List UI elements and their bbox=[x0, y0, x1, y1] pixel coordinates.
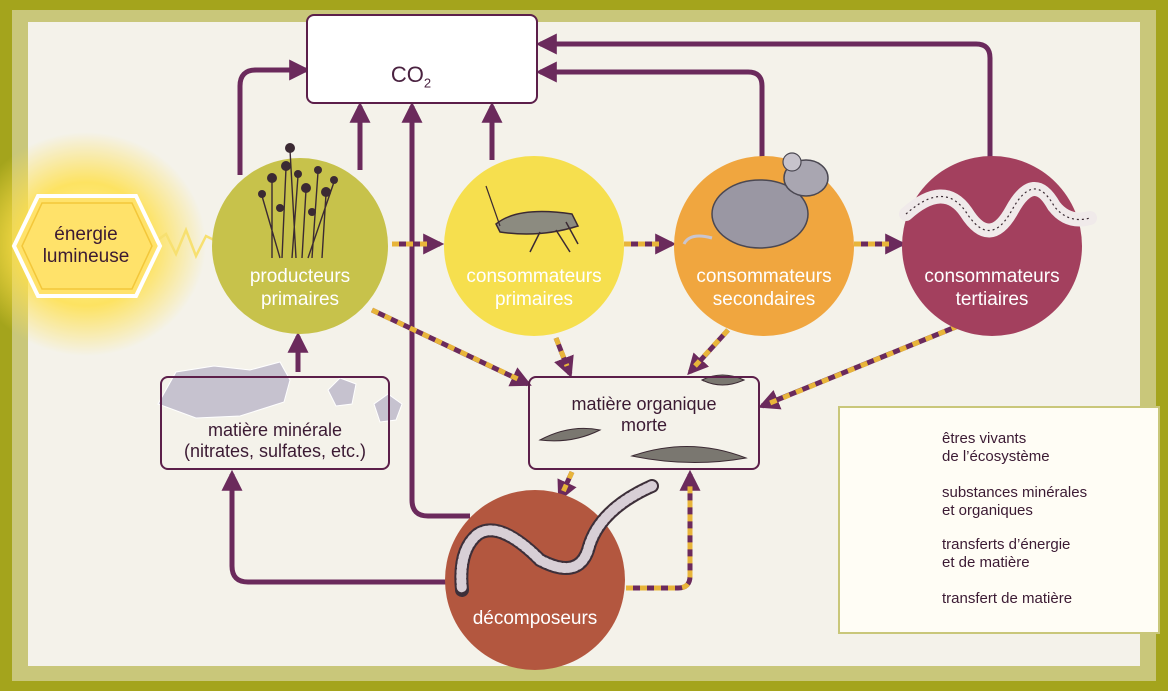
legend-substances-line1: substances minérales bbox=[942, 484, 1088, 501]
legend-matter-label: transfert de matière bbox=[942, 590, 1073, 607]
snake-illustration bbox=[899, 182, 1097, 238]
producers-line1: producteurs bbox=[249, 266, 351, 287]
legend-living-line1: êtres vivants bbox=[942, 430, 1027, 447]
arrow-secondary-co2 bbox=[535, 61, 765, 158]
arrow-tertiary-co2 bbox=[535, 33, 993, 160]
legend-living-label: êtres vivants de l’écosystème bbox=[942, 430, 1050, 466]
legend-living-line2: de l’écosystème bbox=[942, 448, 1050, 465]
co2-label-sub: 2 bbox=[423, 75, 432, 91]
producers-line2: primaires bbox=[260, 288, 340, 310]
energy-arrows bbox=[370, 233, 959, 591]
decomposers-label: décomposeurs bbox=[472, 608, 598, 629]
energy-line1: énergie bbox=[54, 224, 118, 245]
tertiary-consumers-line1: consommateurs bbox=[924, 266, 1060, 287]
producers-label: producteurs primaires bbox=[220, 266, 380, 312]
organic-line2: morte bbox=[620, 414, 667, 435]
producers-circle bbox=[212, 158, 388, 334]
energy-line2: lumineuse bbox=[42, 245, 130, 267]
mineral-line2: (nitrates, sulfates, etc.) bbox=[183, 440, 367, 461]
tertiary-consumers-line2: tertiaires bbox=[955, 288, 1029, 310]
mouse-illustration bbox=[682, 152, 829, 249]
legend-substances-label: substances minérales et organiques bbox=[942, 484, 1087, 520]
mineral-label: matière minérale (nitrates, sulfates, et… bbox=[160, 420, 390, 461]
primary-consumers-line1: consommateurs bbox=[466, 266, 602, 287]
mineral-line1: matière minérale bbox=[207, 420, 343, 440]
worm-illustration bbox=[454, 479, 659, 597]
flowers-illustration bbox=[258, 143, 338, 259]
organic-box bbox=[528, 376, 760, 470]
arrow-decomposers-co2 bbox=[401, 101, 470, 519]
tertiary-consumers-label: consommateurs tertiaires bbox=[904, 266, 1080, 312]
legend-panel bbox=[838, 406, 1160, 634]
organic-line1: matière organique bbox=[571, 394, 717, 414]
matter-arrows bbox=[221, 33, 993, 585]
mineral-box bbox=[160, 376, 390, 470]
secondary-consumers-line2: secondaires bbox=[712, 288, 816, 310]
secondary-consumers-line1: consommateurs bbox=[696, 266, 832, 287]
co2-label-base: CO bbox=[390, 62, 424, 87]
legend-energy-line1: transferts d’énergie bbox=[942, 536, 1071, 553]
primary-consumers-circle bbox=[444, 156, 624, 336]
legend-energy-label: transferts d’énergie et de matière bbox=[942, 536, 1070, 572]
legend-energy-line2: et de matière bbox=[942, 554, 1030, 571]
secondary-consumers-label: consommateurs secondaires bbox=[676, 266, 852, 312]
organic-label: matière organique morte bbox=[528, 394, 760, 435]
co2-label: CO2 bbox=[356, 62, 466, 91]
grasshopper-illustration bbox=[485, 185, 580, 253]
primary-consumers-label: consommateurs primaires bbox=[446, 266, 622, 312]
arrow-decomposers-mineral bbox=[221, 469, 450, 585]
light-ray bbox=[151, 226, 223, 260]
co2-box bbox=[306, 14, 538, 104]
primary-consumers-line2: primaires bbox=[494, 288, 574, 310]
energy-label: énergie lumineuse bbox=[16, 224, 156, 268]
energy-hexagon bbox=[11, 194, 163, 298]
legend-substances-line2: et organiques bbox=[942, 502, 1033, 519]
arrow-producers-co2-left bbox=[237, 59, 311, 175]
